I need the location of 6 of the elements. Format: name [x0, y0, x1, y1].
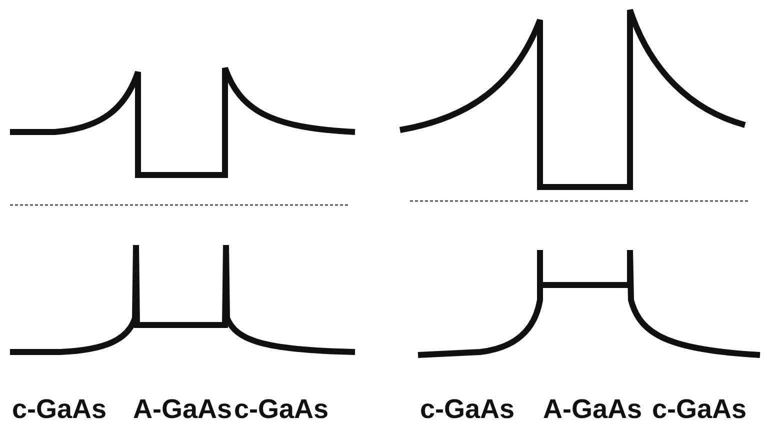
region-label: c-GaAs [420, 396, 515, 423]
region-label: c-GaAs [234, 396, 329, 423]
region-label: A-GaAs [543, 396, 642, 423]
region-label: A-GaAs [133, 396, 232, 423]
region-label: c-GaAs [652, 396, 747, 423]
region-label: c-GaAs [12, 396, 107, 423]
